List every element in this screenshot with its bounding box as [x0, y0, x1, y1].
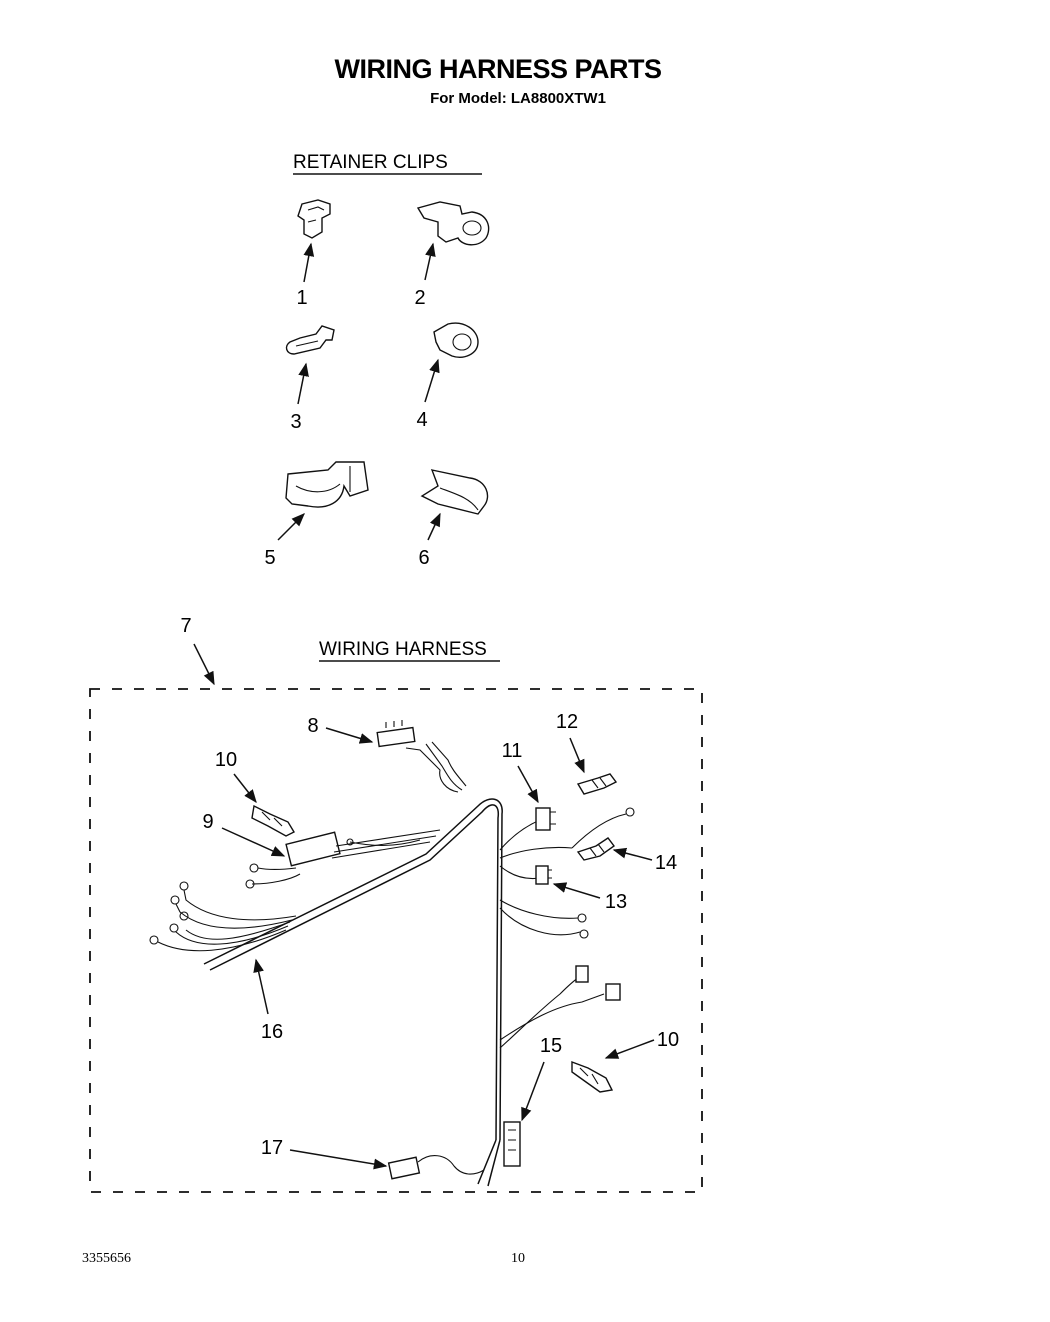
retainer-clip-4 — [433, 322, 479, 358]
callout-13: 13 — [605, 891, 627, 913]
retainer-clip-2 — [416, 201, 490, 246]
callout-14: 14 — [655, 852, 677, 874]
retainer-clip-3 — [285, 325, 335, 355]
wiring-harness-assembly — [149, 720, 635, 1187]
arrow-12 — [569, 737, 585, 774]
callout-12: 12 — [556, 711, 578, 733]
arrow-13 — [552, 882, 601, 899]
arrow-4 — [424, 358, 440, 403]
callout-9: 9 — [202, 811, 213, 833]
arrow-2 — [424, 242, 436, 281]
retainer-clips-heading: RETAINER CLIPS — [293, 152, 448, 173]
callout-4: 4 — [416, 409, 427, 431]
callout-5: 5 — [264, 547, 275, 569]
wiring-harness-heading: WIRING HARNESS — [319, 639, 487, 660]
arrow-14 — [612, 847, 653, 861]
arrow-10-left — [233, 773, 257, 804]
callout-17: 17 — [261, 1137, 283, 1159]
arrow-7 — [193, 643, 215, 686]
callout-7: 7 — [180, 615, 191, 637]
harness-boundary — [89, 688, 703, 1193]
model-label: For Model: LA8800XTW1 — [430, 90, 606, 107]
retainer-clip-5 — [285, 461, 369, 508]
arrow-5 — [277, 513, 305, 541]
arrow-6 — [427, 512, 441, 541]
arrow-9 — [221, 827, 286, 857]
callout-15: 15 — [540, 1035, 562, 1057]
page-number: 10 — [511, 1251, 525, 1266]
arrow-10-right — [604, 1039, 655, 1059]
callout-10-right: 10 — [657, 1029, 679, 1051]
callout-6: 6 — [418, 547, 429, 569]
callout-1: 1 — [296, 287, 307, 309]
arrow-15 — [521, 1061, 545, 1122]
callout-2: 2 — [414, 287, 425, 309]
arrow-11 — [517, 765, 539, 804]
callout-3: 3 — [290, 411, 301, 433]
arrow-1 — [303, 242, 315, 283]
retainer-clip-6 — [420, 469, 489, 515]
arrow-8 — [325, 727, 374, 744]
retainer-clip-1 — [297, 199, 331, 239]
arrow-3 — [297, 362, 309, 405]
callout-16: 16 — [261, 1021, 283, 1043]
callout-11: 11 — [502, 740, 523, 762]
page-title: WIRING HARNESS PARTS — [334, 54, 661, 84]
arrow-17 — [289, 1149, 388, 1170]
callout-8: 8 — [307, 715, 318, 737]
callout-10-left: 10 — [215, 749, 237, 771]
arrow-16 — [253, 958, 269, 1015]
part-number: 3355656 — [82, 1251, 131, 1266]
